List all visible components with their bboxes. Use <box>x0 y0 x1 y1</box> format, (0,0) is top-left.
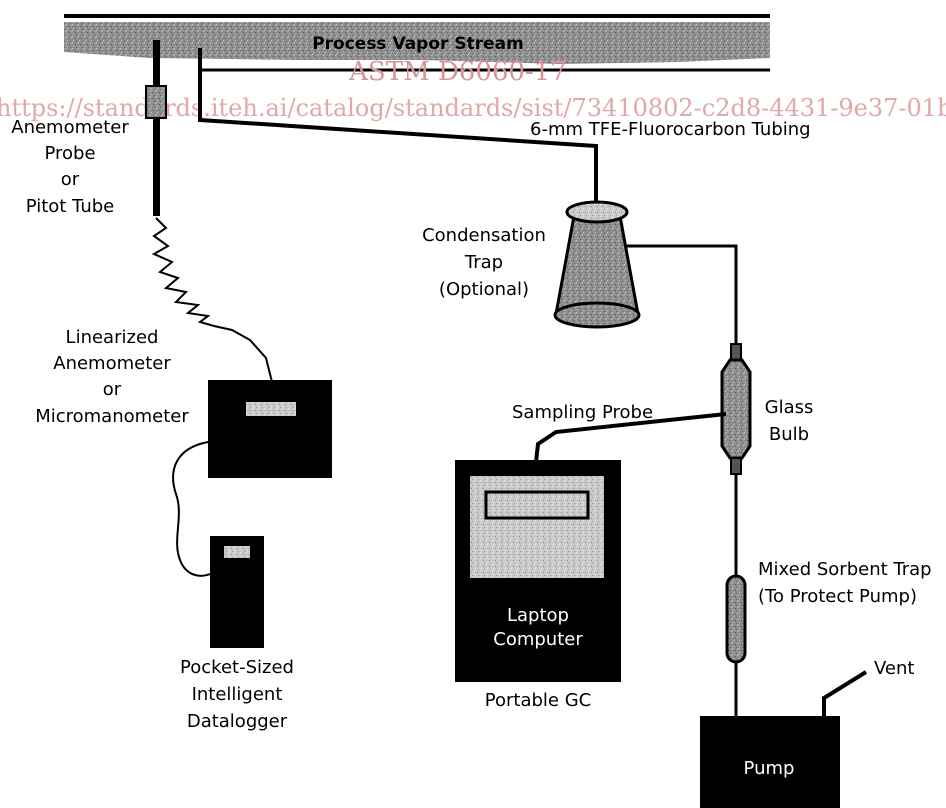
svg-text:or: or <box>103 379 122 400</box>
watermark-standard: ASTM D6060-17 <box>348 57 567 87</box>
portable-gc-label: Portable GC <box>485 690 591 711</box>
pump: Pump <box>700 716 840 808</box>
svg-text:or: or <box>61 169 80 190</box>
tubing-label: 6-mm TFE-Fluorocarbon Tubing <box>530 119 811 140</box>
svg-text:Anemometer: Anemometer <box>11 117 129 138</box>
glass-bulb-label: Glass Bulb <box>765 397 814 445</box>
portable-gc: Laptop Computer <box>455 460 621 682</box>
svg-text:Bulb: Bulb <box>769 424 809 445</box>
svg-text:(Optional): (Optional) <box>439 279 529 300</box>
vent-label: Vent <box>874 658 914 679</box>
glass-bulb <box>720 343 752 475</box>
vent-pipe <box>822 670 868 716</box>
watermark: ASTM D6060-17 https://standards.iteh.ai/… <box>0 57 946 122</box>
svg-text:Glass: Glass <box>765 397 814 418</box>
probe-cable <box>151 217 273 383</box>
trap-outlet-tube <box>625 244 738 348</box>
svg-text:(To Protect Pump): (To Protect Pump) <box>758 586 917 607</box>
process-vapor-stream: Process Vapor Stream <box>64 14 770 72</box>
tfe-tubing <box>198 48 598 206</box>
mixed-sorbent-trap <box>725 574 747 664</box>
sampling-probe-label: Sampling Probe <box>512 402 653 423</box>
svg-text:Anemometer: Anemometer <box>53 353 171 374</box>
stream-label: Process Vapor Stream <box>312 34 524 54</box>
mixed-sorbent-label: Mixed Sorbent Trap (To Protect Pump) <box>758 559 932 607</box>
svg-text:Linearized: Linearized <box>66 327 159 348</box>
laptop-line-1: Laptop <box>507 605 569 626</box>
svg-text:Datalogger: Datalogger <box>187 711 288 732</box>
svg-text:Probe: Probe <box>44 143 95 164</box>
svg-text:Condensation: Condensation <box>422 225 546 246</box>
laptop-line-2: Computer <box>493 629 583 650</box>
watermark-url: https://standards.iteh.ai/catalog/standa… <box>0 94 946 122</box>
datalogger-cable <box>172 441 211 577</box>
micromanometer <box>208 380 332 478</box>
svg-text:Pitot Tube: Pitot Tube <box>26 196 114 217</box>
anemometer-probe-label: Anemometer Probe or Pitot Tube <box>11 117 129 217</box>
condensation-trap-label: Condensation Trap (Optional) <box>422 225 546 300</box>
svg-text:Intelligent: Intelligent <box>192 684 283 705</box>
svg-text:Mixed Sorbent Trap: Mixed Sorbent Trap <box>758 559 932 580</box>
datalogger <box>210 536 264 648</box>
pump-label: Pump <box>744 758 795 779</box>
datalogger-label: Pocket-Sized Intelligent Datalogger <box>180 657 294 732</box>
anemometer-probe <box>145 40 167 216</box>
svg-text:Micromanometer: Micromanometer <box>35 406 189 427</box>
micromanometer-label: Linearized Anemometer or Micromanometer <box>35 327 189 427</box>
condensation-trap <box>553 200 641 329</box>
sampling-probe-line <box>534 412 727 463</box>
svg-text:Pocket-Sized: Pocket-Sized <box>180 657 294 678</box>
svg-text:Trap: Trap <box>464 252 503 273</box>
